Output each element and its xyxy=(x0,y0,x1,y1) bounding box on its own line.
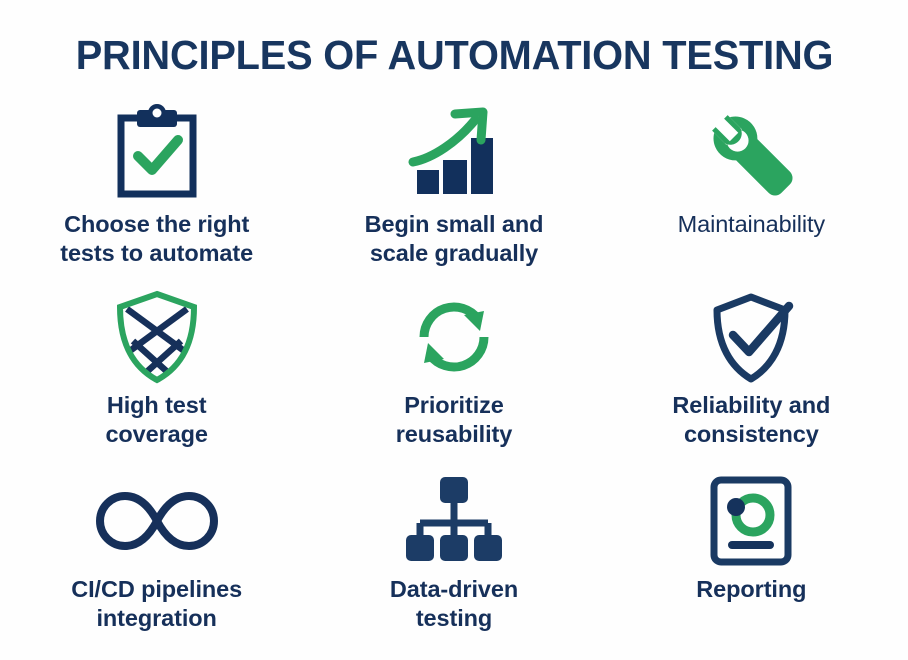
label-line-2: reusability xyxy=(395,420,513,447)
principle-card-begin-small: Begin small and scale gradually xyxy=(305,96,602,281)
label-line-1: Begin small and xyxy=(364,211,544,237)
principle-card-data-driven-testing: Data-driven testing xyxy=(305,465,602,650)
title-bar: PRINCIPLES OF AUTOMATION TESTING xyxy=(0,0,908,96)
icon-container xyxy=(399,102,509,206)
label-line-1: Maintainability xyxy=(677,211,826,237)
growth-chart-arrow-icon xyxy=(399,104,509,204)
label-line-1: High test xyxy=(106,391,207,418)
principle-card-reliability-consistency: Reliability and consistency xyxy=(603,281,900,466)
label-line-2: scale gradually xyxy=(369,239,539,266)
hierarchy-sitemap-icon xyxy=(402,475,506,567)
principle-card-maintainability: Maintainability xyxy=(603,96,900,281)
refresh-cycle-icon xyxy=(406,289,502,385)
label-line-1: Reliability and xyxy=(672,391,831,418)
principle-card-cicd-pipelines: CI/CD pipelines integration xyxy=(8,465,305,650)
report-chart-icon xyxy=(705,475,797,567)
label-line-2: consistency xyxy=(683,420,819,447)
principles-grid: Choose the right tests to automate xyxy=(0,96,908,660)
icon-container xyxy=(406,287,502,387)
principle-label: High test coverage xyxy=(105,391,208,449)
icon-container xyxy=(402,471,506,571)
page-title: PRINCIPLES OF AUTOMATION TESTING xyxy=(75,31,833,78)
label-line-1: Reporting xyxy=(696,576,807,603)
label-line-2: coverage xyxy=(105,420,208,447)
shield-check-icon xyxy=(703,289,799,385)
shield-mesh-icon xyxy=(111,289,203,385)
principle-card-choose-tests: Choose the right tests to automate xyxy=(8,96,305,281)
principle-card-reporting: Reporting xyxy=(603,465,900,650)
icon-container xyxy=(92,471,222,571)
principle-card-high-test-coverage: High test coverage xyxy=(8,281,305,466)
principle-label: Reliability and consistency xyxy=(672,391,830,449)
wrench-icon xyxy=(701,104,801,204)
icon-container xyxy=(701,102,801,206)
clipboard-check-icon xyxy=(109,104,205,204)
label-line-1: Prioritize xyxy=(404,391,504,418)
principle-label: Data-driven testing xyxy=(390,575,518,633)
icon-container xyxy=(705,471,797,571)
principle-label: Reporting xyxy=(696,575,806,604)
label-line-2: testing xyxy=(415,605,493,632)
principle-label: Begin small and scale gradually xyxy=(365,210,544,268)
label-line-1: Choose the right xyxy=(64,211,250,237)
principle-label: Choose the right tests to automate xyxy=(60,210,253,268)
principle-card-prioritize-reusability: Prioritize reusability xyxy=(305,281,602,466)
infinity-icon xyxy=(92,486,222,556)
principle-label: Prioritize reusability xyxy=(395,391,513,449)
principle-label: CI/CD pipelines integration xyxy=(71,575,242,633)
icon-container xyxy=(703,287,799,387)
label-line-2: tests to automate xyxy=(60,239,254,266)
label-line-1: CI/CD pipelines xyxy=(71,576,243,603)
label-line-1: Data-driven xyxy=(389,576,519,603)
principle-label: Maintainability xyxy=(677,210,826,239)
icon-container xyxy=(109,102,205,206)
label-line-2: integration xyxy=(96,605,217,632)
icon-container xyxy=(111,287,203,387)
